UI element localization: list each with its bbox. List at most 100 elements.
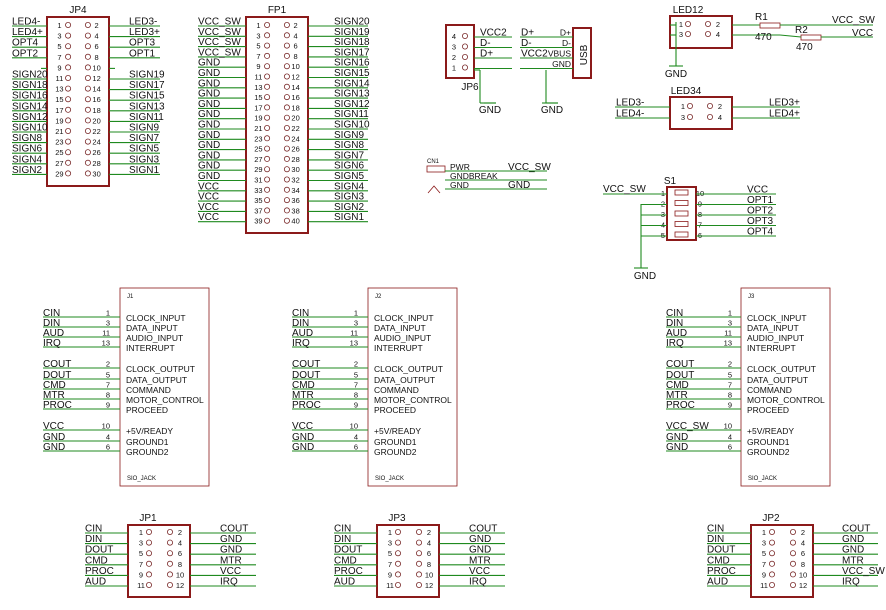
jp4-title: JP4 [69, 5, 87, 16]
bottom-header-pad [415, 539, 422, 546]
fp1-pad-right [283, 104, 290, 111]
jp4-pad-left [65, 127, 72, 134]
bottom-header-pin-number: 9 [388, 570, 392, 579]
bottom-header-net-label-right: VCC [220, 566, 241, 577]
cn1-jack-symbol [427, 185, 441, 194]
usb-body [572, 27, 592, 79]
bottom-header-pad [769, 582, 776, 589]
bottom-header-pad [145, 529, 152, 536]
s1-switch-lever [674, 231, 689, 238]
sio-jack-pin-number: 6 [728, 443, 732, 452]
sio-jack-function-label: INTERRUPT [126, 343, 175, 353]
jp4-net-label-right: LED3- [129, 17, 157, 28]
fp1-net-label-right: SIGN3 [334, 192, 364, 203]
jp4-net-label-left: SIGN10 [12, 123, 48, 134]
sio-jack-net-label: AUD [666, 328, 687, 339]
sio-jack-net-label: COUT [43, 359, 71, 370]
usb-title: USB [579, 44, 590, 65]
fp1-pin-number: 12 [291, 73, 299, 82]
fp1-pin-number: 34 [291, 186, 299, 195]
jp4-net-label-left: SIGN16 [12, 91, 48, 102]
fp1-pad-left [264, 217, 271, 224]
sio-jack-pin-number: 9 [728, 401, 732, 410]
sio-jack-function-label: MOTOR_CONTROL [747, 395, 825, 405]
led34-pad [707, 114, 714, 121]
led12-pin-number: 2 [716, 20, 720, 29]
fp1-net-label-right: SIGN8 [334, 140, 364, 151]
bottom-header-pin-number: 11 [386, 581, 394, 590]
fp1-pin-number: 21 [254, 124, 262, 133]
bottom-header-net-label-left: PROC [334, 566, 363, 577]
bottom-header-net-label-right: VCC [469, 566, 490, 577]
led34-pin-number: 2 [718, 102, 722, 111]
jp4-pad-left [65, 21, 72, 28]
jp4-pin-number: 30 [92, 169, 100, 178]
fp1-net-label-right: SIGN19 [334, 27, 370, 38]
cn1-pin-label: GNDBREAK [450, 171, 498, 181]
jp4-pin-number: 14 [92, 85, 100, 94]
jp4-net-label-left: LED4- [12, 17, 40, 28]
jp4-pin-number: 24 [92, 138, 100, 147]
jp4-pad-left [65, 138, 72, 145]
fp1-net-label-right: SIGN14 [334, 78, 370, 89]
jp4-pad-right [84, 53, 91, 60]
bottom-header-net-label-right: GND [469, 534, 491, 545]
fp1-net-label-right: SIGN11 [334, 109, 369, 120]
fp1-net-label-left: VCC_SW [198, 27, 241, 38]
bottom-header-pad [145, 550, 152, 557]
fp1-pad-right [283, 135, 290, 142]
fp1-net-label-right: SIGN6 [334, 161, 364, 172]
jp4-pin-number: 21 [55, 127, 63, 136]
bottom-header-pad [394, 529, 401, 536]
jp4-net-label-left: SIGN4 [12, 154, 42, 165]
jp4-net-label-left: SIGN14 [12, 101, 48, 112]
fp1-net-label-right: SIGN16 [334, 58, 370, 69]
sio-jack-net-label: VCC [292, 421, 313, 432]
bottom-header-net-label-left: CIN [334, 524, 351, 535]
jp4-pin-number: 6 [95, 42, 99, 51]
jp4-net-label-right: SIGN11 [129, 112, 164, 123]
sio-jack-function-label: +5V/READY [374, 426, 421, 436]
bottom-header-pin-number: 6 [427, 549, 431, 558]
bottom-header-pin-number: 9 [762, 570, 766, 579]
fp1-pad-right [283, 73, 290, 80]
bottom-header-pin-number: 1 [388, 528, 392, 537]
led12-pin-number: 1 [679, 20, 683, 29]
fp1-net-label-right: SIGN15 [334, 68, 370, 79]
fp1-pin-number: 5 [256, 42, 260, 51]
bottom-header-net-label-right: COUT [220, 524, 248, 535]
sio-jack-function-label: COMMAND [126, 385, 171, 395]
led12-title: LED12 [673, 5, 704, 16]
sio-jack-pin-number: 4 [728, 433, 732, 442]
r1-body [759, 22, 781, 29]
r1-value: 470 [755, 32, 772, 43]
jp4-pin-number: 7 [57, 53, 61, 62]
bottom-header-pin-number: 12 [799, 581, 807, 590]
usb-net-label: D- [521, 38, 532, 49]
jp4-pad-left [65, 170, 72, 177]
sio-jack-pin-number: 6 [106, 443, 110, 452]
bottom-header-pin-number: 5 [762, 549, 766, 558]
bottom-header-pin-number: 12 [425, 581, 433, 590]
sio-jack-footer: SIO_JACK [748, 476, 777, 482]
jp4-pad-left [65, 149, 72, 156]
bottom-header-pad [769, 539, 776, 546]
fp1-net-label-left: GND [198, 68, 220, 79]
fp1-pin-number: 22 [291, 124, 299, 133]
fp1-pin-number: 30 [291, 165, 299, 174]
jp4-pad-right [84, 85, 91, 92]
sio-jack-pin-number: 7 [728, 381, 732, 390]
sio-jack-pin-number: 8 [728, 391, 732, 400]
bottom-header-pad [769, 550, 776, 557]
sio-jack-title: J2 [375, 294, 382, 300]
s1-switch-lever [674, 221, 689, 227]
fp1-pad-right [283, 52, 290, 59]
bottom-header-net-label-right: MTR [842, 555, 864, 566]
jp6-pin-number: 2 [452, 53, 456, 62]
sio-jack-net-label: DIN [43, 318, 60, 329]
bottom-header-pad [790, 582, 797, 589]
fp1-pin-number: 23 [254, 134, 262, 143]
led34-net-label-left: LED4- [616, 109, 644, 120]
